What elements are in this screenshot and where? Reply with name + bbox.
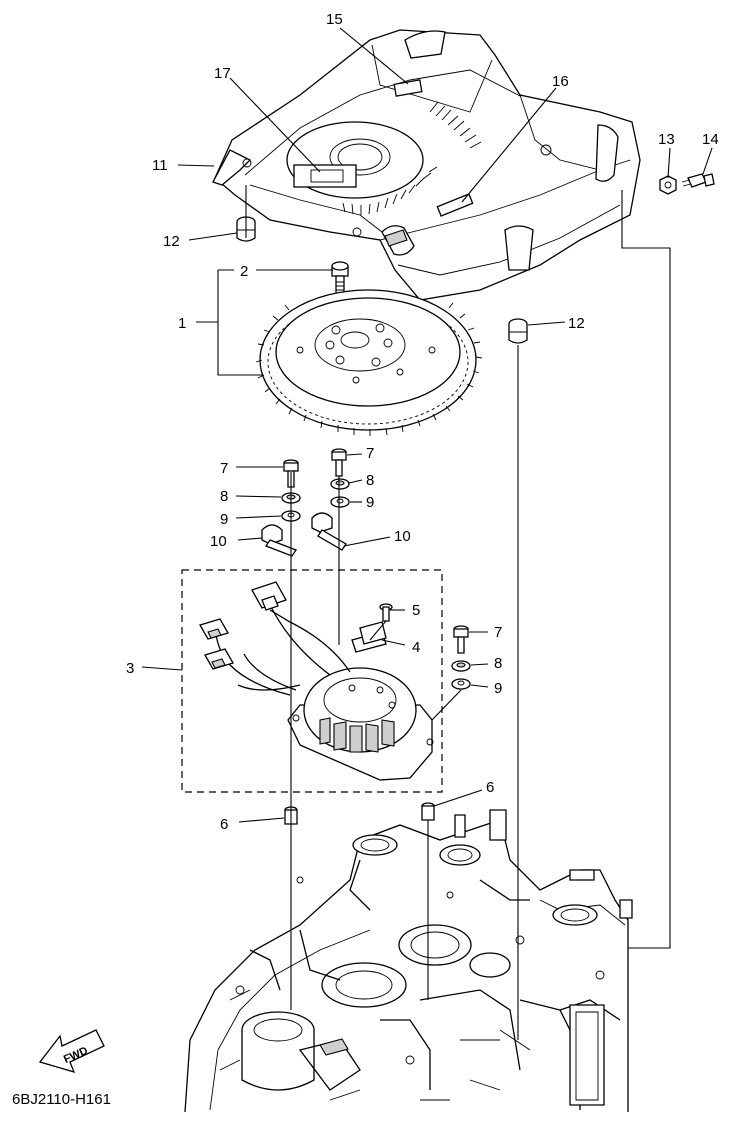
callout-13: 13 xyxy=(658,131,675,148)
callout-14: 14 xyxy=(702,131,719,148)
callout-leaders xyxy=(141,27,713,823)
callout-7-mid: 7 xyxy=(366,445,374,462)
callout-9-right: 9 xyxy=(494,680,502,697)
engine-block xyxy=(184,809,633,1113)
washers xyxy=(281,478,471,690)
bolt-7-right xyxy=(453,625,469,654)
callout-1: 1 xyxy=(178,315,186,332)
callout-7-left: 7 xyxy=(220,460,228,477)
bolt-2 xyxy=(331,261,349,299)
screw-5 xyxy=(379,603,393,622)
callout-labels: 1 2 3 4 5 6 6 7 7 7 8 8 8 9 9 9 10 10 11… xyxy=(126,11,719,833)
stator-assembly-box xyxy=(181,569,443,793)
flywheel xyxy=(255,289,483,436)
callout-10-left: 10 xyxy=(210,533,227,550)
bolt-14 xyxy=(681,173,715,188)
callout-7-right: 7 xyxy=(494,624,502,641)
callout-8-left: 8 xyxy=(220,488,228,505)
callout-12-right: 12 xyxy=(568,315,585,332)
stator-wiring xyxy=(199,581,351,696)
flywheel-cover xyxy=(212,29,641,301)
callout-16: 16 xyxy=(552,73,569,90)
callout-17: 17 xyxy=(214,65,231,82)
pulser-coil-4 xyxy=(351,621,387,653)
callout-9-left: 9 xyxy=(220,511,228,528)
callout-3: 3 xyxy=(126,660,134,677)
callout-4: 4 xyxy=(412,639,420,656)
callout-10-right: 10 xyxy=(394,528,411,545)
callout-6-right: 6 xyxy=(486,779,494,796)
callout-15: 15 xyxy=(326,11,343,28)
clamps-10 xyxy=(261,512,347,557)
callout-2: 2 xyxy=(240,263,248,280)
nut-13 xyxy=(659,175,677,195)
callout-8-mid: 8 xyxy=(366,472,374,489)
callout-5: 5 xyxy=(412,602,420,619)
fwd-arrow-icon: FWD xyxy=(38,1029,105,1074)
alignment-lines xyxy=(245,185,671,1040)
callout-8-right: 8 xyxy=(494,655,502,672)
stator xyxy=(287,667,434,781)
callout-9-mid: 9 xyxy=(366,494,374,511)
callout-12-left: 12 xyxy=(163,233,180,250)
dowel-pins-6 xyxy=(284,802,435,825)
grommet-right xyxy=(508,318,528,344)
callout-6-left: 6 xyxy=(220,816,228,833)
bolt-7-mid xyxy=(331,448,347,477)
callout-11: 11 xyxy=(152,157,168,174)
diagram-code: 6BJ2110-H161 xyxy=(12,1091,111,1108)
